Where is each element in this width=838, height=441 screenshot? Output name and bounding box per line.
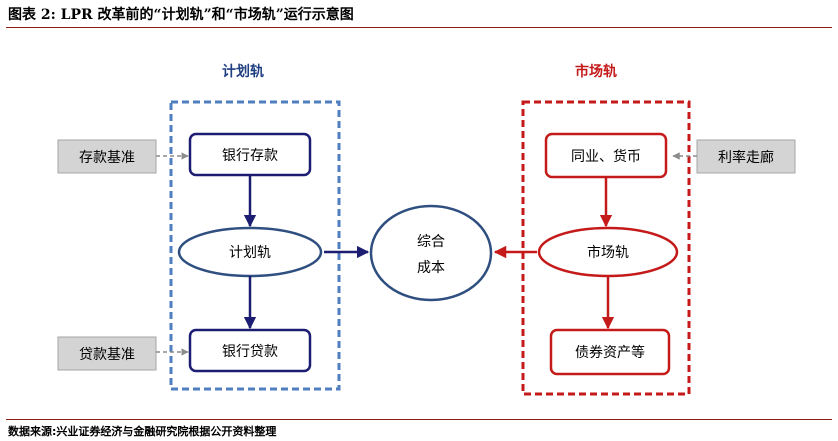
rate-corridor-box bbox=[696, 139, 796, 174]
deposit-benchmark-box bbox=[57, 139, 157, 174]
source-note: 数据来源:兴业证券经济与金融研究院根据公开资料整理 bbox=[8, 425, 277, 438]
market-track-frame bbox=[521, 100, 691, 396]
market-track-title: 市场轨 bbox=[575, 63, 617, 80]
planned-track-title: 计划轨 bbox=[222, 63, 264, 80]
planned-track-frame bbox=[169, 100, 341, 391]
combined-cost-line1: 综合 bbox=[417, 234, 445, 250]
planned-track-node-label: 计划轨 bbox=[229, 245, 271, 261]
bank-deposit-label: 银行存款 bbox=[222, 148, 278, 164]
figure-title: 图表 2: LPR 改革前的“计划轨”和“市场轨”运行示意图 bbox=[8, 7, 354, 23]
combined-cost-line2: 成本 bbox=[417, 260, 445, 276]
loan-benchmark-label: 贷款基准 bbox=[79, 346, 135, 363]
combined-cost-node bbox=[369, 204, 493, 302]
bottom-rule bbox=[6, 419, 832, 420]
bank-loan-label: 银行贷款 bbox=[222, 344, 278, 360]
rate-corridor-label: 利率走廊 bbox=[718, 149, 774, 166]
interbank-money-label: 同业、货币 bbox=[571, 148, 641, 165]
deposit-benchmark-label: 存款基准 bbox=[79, 149, 135, 166]
loan-benchmark-box bbox=[57, 336, 157, 371]
market-track-node-label: 市场轨 bbox=[587, 244, 629, 261]
bond-assets-node bbox=[549, 328, 671, 376]
top-rule bbox=[6, 27, 832, 28]
bond-assets-label: 债券资产等 bbox=[575, 344, 645, 361]
bank-loan-node bbox=[188, 328, 312, 373]
